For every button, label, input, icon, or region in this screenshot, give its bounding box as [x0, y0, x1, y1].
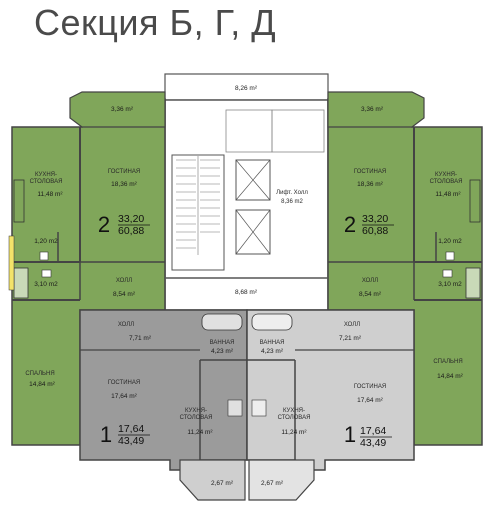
bath-area: 3,10 m2: [34, 281, 58, 288]
bedroom-area: 14,84 m²: [437, 373, 463, 380]
living-area: 18,36 m²: [357, 181, 383, 188]
kitchen-area: 11,24 m²: [281, 429, 307, 436]
balcony-area: 2,67 m²: [211, 480, 234, 487]
bedroom-area: 14,84 m²: [29, 381, 55, 388]
wc-area: 1,20 m2: [438, 238, 462, 245]
left-loggia-area: 3,36 m²: [111, 106, 134, 113]
bathtub: [13, 267, 29, 299]
bath-label: ВАННАЯ: [210, 340, 235, 346]
living-label: ГОСТИНАЯ: [108, 169, 140, 175]
stove: [227, 399, 243, 417]
room-count: 1: [344, 422, 356, 447]
corridor-area: 8,68 m²: [235, 289, 258, 296]
living-label: ГОСТИНАЯ: [108, 380, 140, 386]
apartment-2-right[interactable]: [327, 91, 483, 446]
kitchen-label-2: СТОЛОВАЯ: [30, 179, 63, 185]
hall-area: 7,71 m²: [129, 335, 152, 342]
bath-area: 4,23 m²: [261, 348, 284, 355]
kitchen-label-2: СТОЛОВАЯ: [278, 415, 311, 421]
right-loggia: [327, 91, 425, 128]
sink: [41, 269, 52, 278]
sink: [442, 269, 453, 278]
total-area: 43,49: [118, 435, 144, 447]
bathtub: [251, 313, 293, 331]
living-label: ГОСТИНАЯ: [354, 169, 386, 175]
page-title: Секция Б, Г, Д: [34, 2, 277, 43]
bath-label: ВАННАЯ: [260, 340, 285, 346]
lift-1: [235, 159, 271, 201]
bath-area: 4,23 m²: [211, 348, 234, 355]
living-area-total: 33,20: [362, 213, 388, 225]
balcony-area: 2,67 m²: [261, 480, 284, 487]
total-area: 60,88: [118, 225, 144, 237]
toilet: [445, 251, 455, 261]
kitchen-label: КУХНЯ-: [185, 408, 207, 414]
hall-area: 7,21 m²: [339, 335, 362, 342]
hall-label: ХОЛЛ: [362, 278, 378, 284]
top-balcony: [164, 73, 329, 101]
living-area-total: 17,64: [360, 425, 386, 437]
bath-area: 3,10 m2: [438, 281, 462, 288]
bedroom-label: СПАЛЬНЯ: [25, 371, 54, 377]
living-area: 17,64 m²: [111, 393, 137, 400]
hall-area: 8,54 m²: [359, 291, 382, 298]
living-area: 18,36 m²: [111, 181, 137, 188]
kitchen-label: КУХНЯ-: [435, 172, 457, 178]
toilet: [39, 251, 49, 261]
left-loggia: [69, 91, 166, 128]
total-area: 43,49: [360, 437, 386, 449]
right-loggia-area: 3,36 m²: [361, 106, 384, 113]
room-count: 2: [344, 212, 356, 237]
top-balcony-area: 8,26 m²: [235, 85, 258, 92]
living-area-total: 17,64: [118, 423, 144, 435]
lift-hall-area: 8,36 m2: [281, 199, 303, 205]
kitchen-area: 11,48 m²: [435, 191, 461, 198]
lift-hall-label: Лифт. Холл: [276, 190, 308, 196]
living-label: ГОСТИНАЯ: [354, 384, 386, 390]
wc-area: 1,20 m2: [34, 238, 58, 245]
core-details: [165, 109, 328, 279]
window: [8, 235, 15, 291]
apartment-1-left[interactable]: [79, 309, 248, 501]
left-balcony: [179, 459, 246, 501]
area-labels: 8,26 m² 3,36 m² 3,36 m² 8,68 m² Лифт. Хо…: [25, 85, 463, 487]
hall-label: ХОЛЛ: [118, 322, 134, 328]
living-area: 17,64 m²: [357, 397, 383, 404]
right-balcony: [248, 459, 315, 501]
kitchen-area: 11,48 m²: [37, 191, 63, 198]
kitchen-counter: [469, 179, 481, 223]
total-area: 60,88: [362, 225, 388, 237]
kitchen-area: 11,24 m²: [187, 429, 213, 436]
kitchen-label-2: СТОЛОВАЯ: [430, 179, 463, 185]
kitchen-counter: [13, 179, 25, 223]
bedroom-label: СПАЛЬНЯ: [433, 359, 462, 365]
bathtub: [465, 267, 481, 299]
living-area-total: 33,20: [118, 213, 144, 225]
kitchen-label: КУХНЯ-: [35, 172, 57, 178]
stair: [176, 156, 220, 255]
bathtub: [201, 313, 243, 331]
hall-label: ХОЛЛ: [344, 322, 360, 328]
hall-label: ХОЛЛ: [116, 278, 132, 284]
kitchen-label: КУХНЯ-: [283, 408, 305, 414]
lift-2: [235, 209, 271, 255]
stove: [251, 399, 267, 417]
room-count: 1: [100, 422, 112, 447]
kitchen-label-2: СТОЛОВАЯ: [180, 415, 213, 421]
hall-area: 8,54 m²: [113, 291, 136, 298]
apartment-1-right[interactable]: [246, 309, 415, 501]
room-count: 2: [98, 212, 110, 237]
